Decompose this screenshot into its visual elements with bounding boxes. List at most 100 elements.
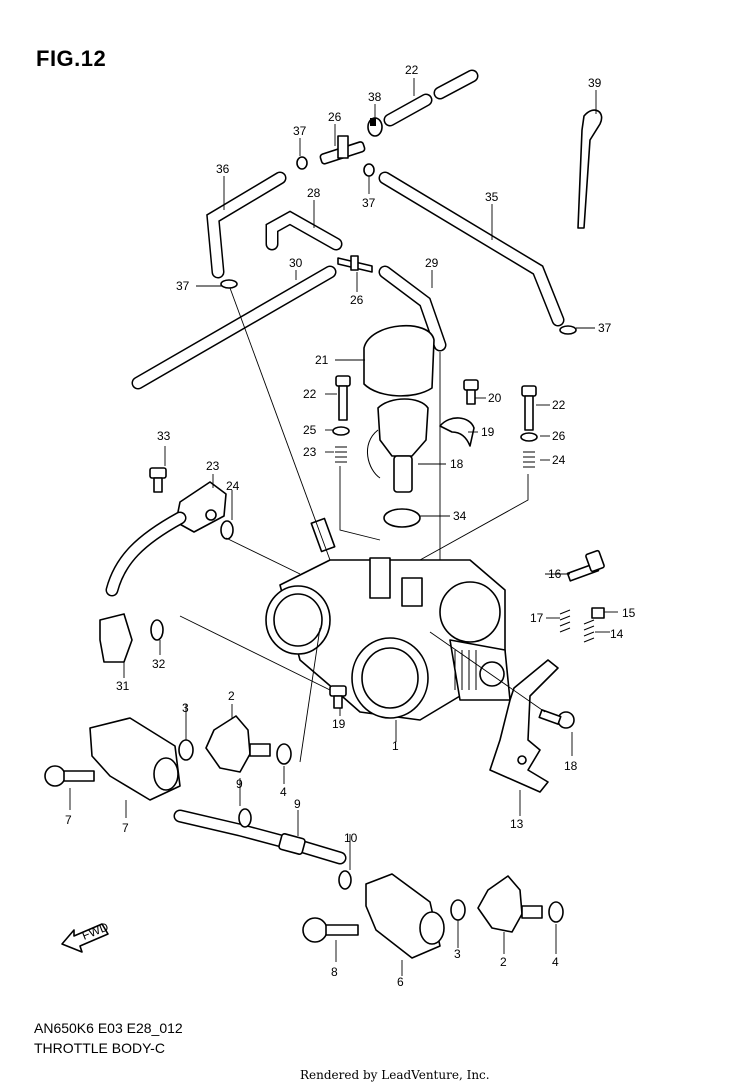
spring-23-right — [523, 451, 535, 468]
section-name: THROTTLE BODY-C — [34, 1040, 165, 1056]
callout: 2 — [228, 689, 235, 703]
bolt-32 — [149, 467, 167, 493]
figure-title: FIG.12 — [36, 46, 107, 71]
callout: 28 — [307, 186, 321, 200]
callout: 18 — [564, 759, 578, 773]
screw-15 — [538, 709, 575, 729]
bracket-18 — [439, 417, 475, 447]
callout: 31 — [116, 679, 130, 693]
callout: 37 — [293, 124, 307, 138]
bolt-13 — [566, 549, 605, 582]
callout: 23 — [303, 445, 317, 459]
callout: 1 — [392, 739, 399, 753]
o-ring-4-left — [276, 743, 292, 765]
callout: 24 — [552, 453, 566, 467]
callout: 3 — [454, 947, 461, 961]
bolt-7-right — [302, 917, 359, 943]
o-ring-9-left — [238, 808, 252, 828]
fuel-pipe-8 — [173, 809, 347, 865]
spring-14 — [559, 609, 571, 633]
callout: 19 — [481, 425, 495, 439]
sensor-20 — [105, 481, 227, 597]
washer-24-right — [520, 432, 538, 442]
callout: 7 — [65, 813, 72, 827]
callout: 4 — [280, 785, 287, 799]
screw-19 — [463, 379, 479, 405]
nut-12 — [591, 607, 605, 619]
screw-30 — [329, 685, 347, 709]
callout: 36 — [216, 162, 230, 176]
clip-37 — [559, 325, 577, 335]
bolt-7-left — [44, 765, 95, 787]
hose-36 — [383, 69, 479, 127]
callout: 13 — [510, 817, 524, 831]
callout: 37 — [598, 321, 612, 335]
callout: 25 — [303, 423, 317, 437]
o-ring-3-left — [178, 739, 194, 761]
callout: 26 — [328, 110, 342, 124]
spring-23-left — [335, 446, 347, 463]
hose-26-left — [265, 210, 343, 251]
screw-22-left — [335, 375, 351, 421]
sensor-16 — [366, 398, 429, 493]
hose-27 — [131, 265, 337, 390]
injector-2-right — [477, 875, 543, 933]
callout: 26 — [350, 293, 364, 307]
callout-labels: 22 38 26 37 37 36 28 35 39 37 30 26 29 3… — [65, 63, 636, 989]
hose-35 — [206, 171, 287, 279]
callout: 3 — [182, 701, 189, 715]
callout: 2 — [500, 955, 507, 969]
callout: 14 — [610, 627, 624, 641]
callout: 22 — [303, 387, 317, 401]
callout: 38 — [368, 90, 382, 104]
callout: 8 — [331, 965, 338, 979]
throttle-body-1 — [265, 517, 511, 721]
tee-fitting-25 — [337, 255, 373, 273]
cap-17 — [363, 324, 435, 397]
callout: 32 — [152, 657, 166, 671]
o-ring-29 — [150, 619, 164, 641]
callout: 17 — [530, 611, 544, 625]
callout: 39 — [588, 76, 602, 90]
elbow-28 — [99, 613, 133, 663]
clamp-38 — [367, 117, 383, 137]
tee-fitting-33 — [319, 135, 366, 165]
hose-26-right — [378, 265, 447, 352]
callout: 4 — [552, 955, 559, 969]
callout: 15 — [622, 606, 636, 620]
clip-37 — [220, 279, 238, 289]
spring-11 — [583, 619, 595, 643]
callout: 6 — [397, 975, 404, 989]
callout: 19 — [332, 717, 346, 731]
o-ring-9-right — [338, 870, 352, 890]
callout: 20 — [488, 391, 502, 405]
callout: 16 — [548, 567, 562, 581]
injector-holder-6 — [89, 717, 181, 801]
fwd-arrow-icon: FWD — [61, 919, 111, 953]
callout: 22 — [552, 398, 566, 412]
injector-2-left — [205, 715, 271, 773]
callout: 21 — [315, 353, 329, 367]
callout: 37 — [176, 279, 190, 293]
model-code: AN650K6 E03 E28_012 — [34, 1020, 183, 1036]
screw-22-right — [521, 385, 537, 431]
clip-37 — [363, 163, 375, 177]
tie-wrap-39 — [577, 109, 603, 229]
callout: 23 — [206, 459, 220, 473]
hose-34 — [378, 171, 565, 327]
callout: 24 — [226, 479, 240, 493]
o-ring-4-right — [548, 901, 564, 923]
clip-37 — [296, 156, 308, 170]
callout: 29 — [425, 256, 439, 270]
callout: 35 — [485, 190, 499, 204]
washer-24-left — [332, 426, 350, 436]
callout: 37 — [362, 196, 376, 210]
o-ring-21 — [220, 520, 234, 540]
callout: 7 — [122, 821, 129, 835]
injector-holder-5 — [365, 873, 445, 959]
callout: 9 — [236, 777, 243, 791]
leader-lines — [69, 78, 618, 976]
bracket-10 — [489, 659, 559, 793]
